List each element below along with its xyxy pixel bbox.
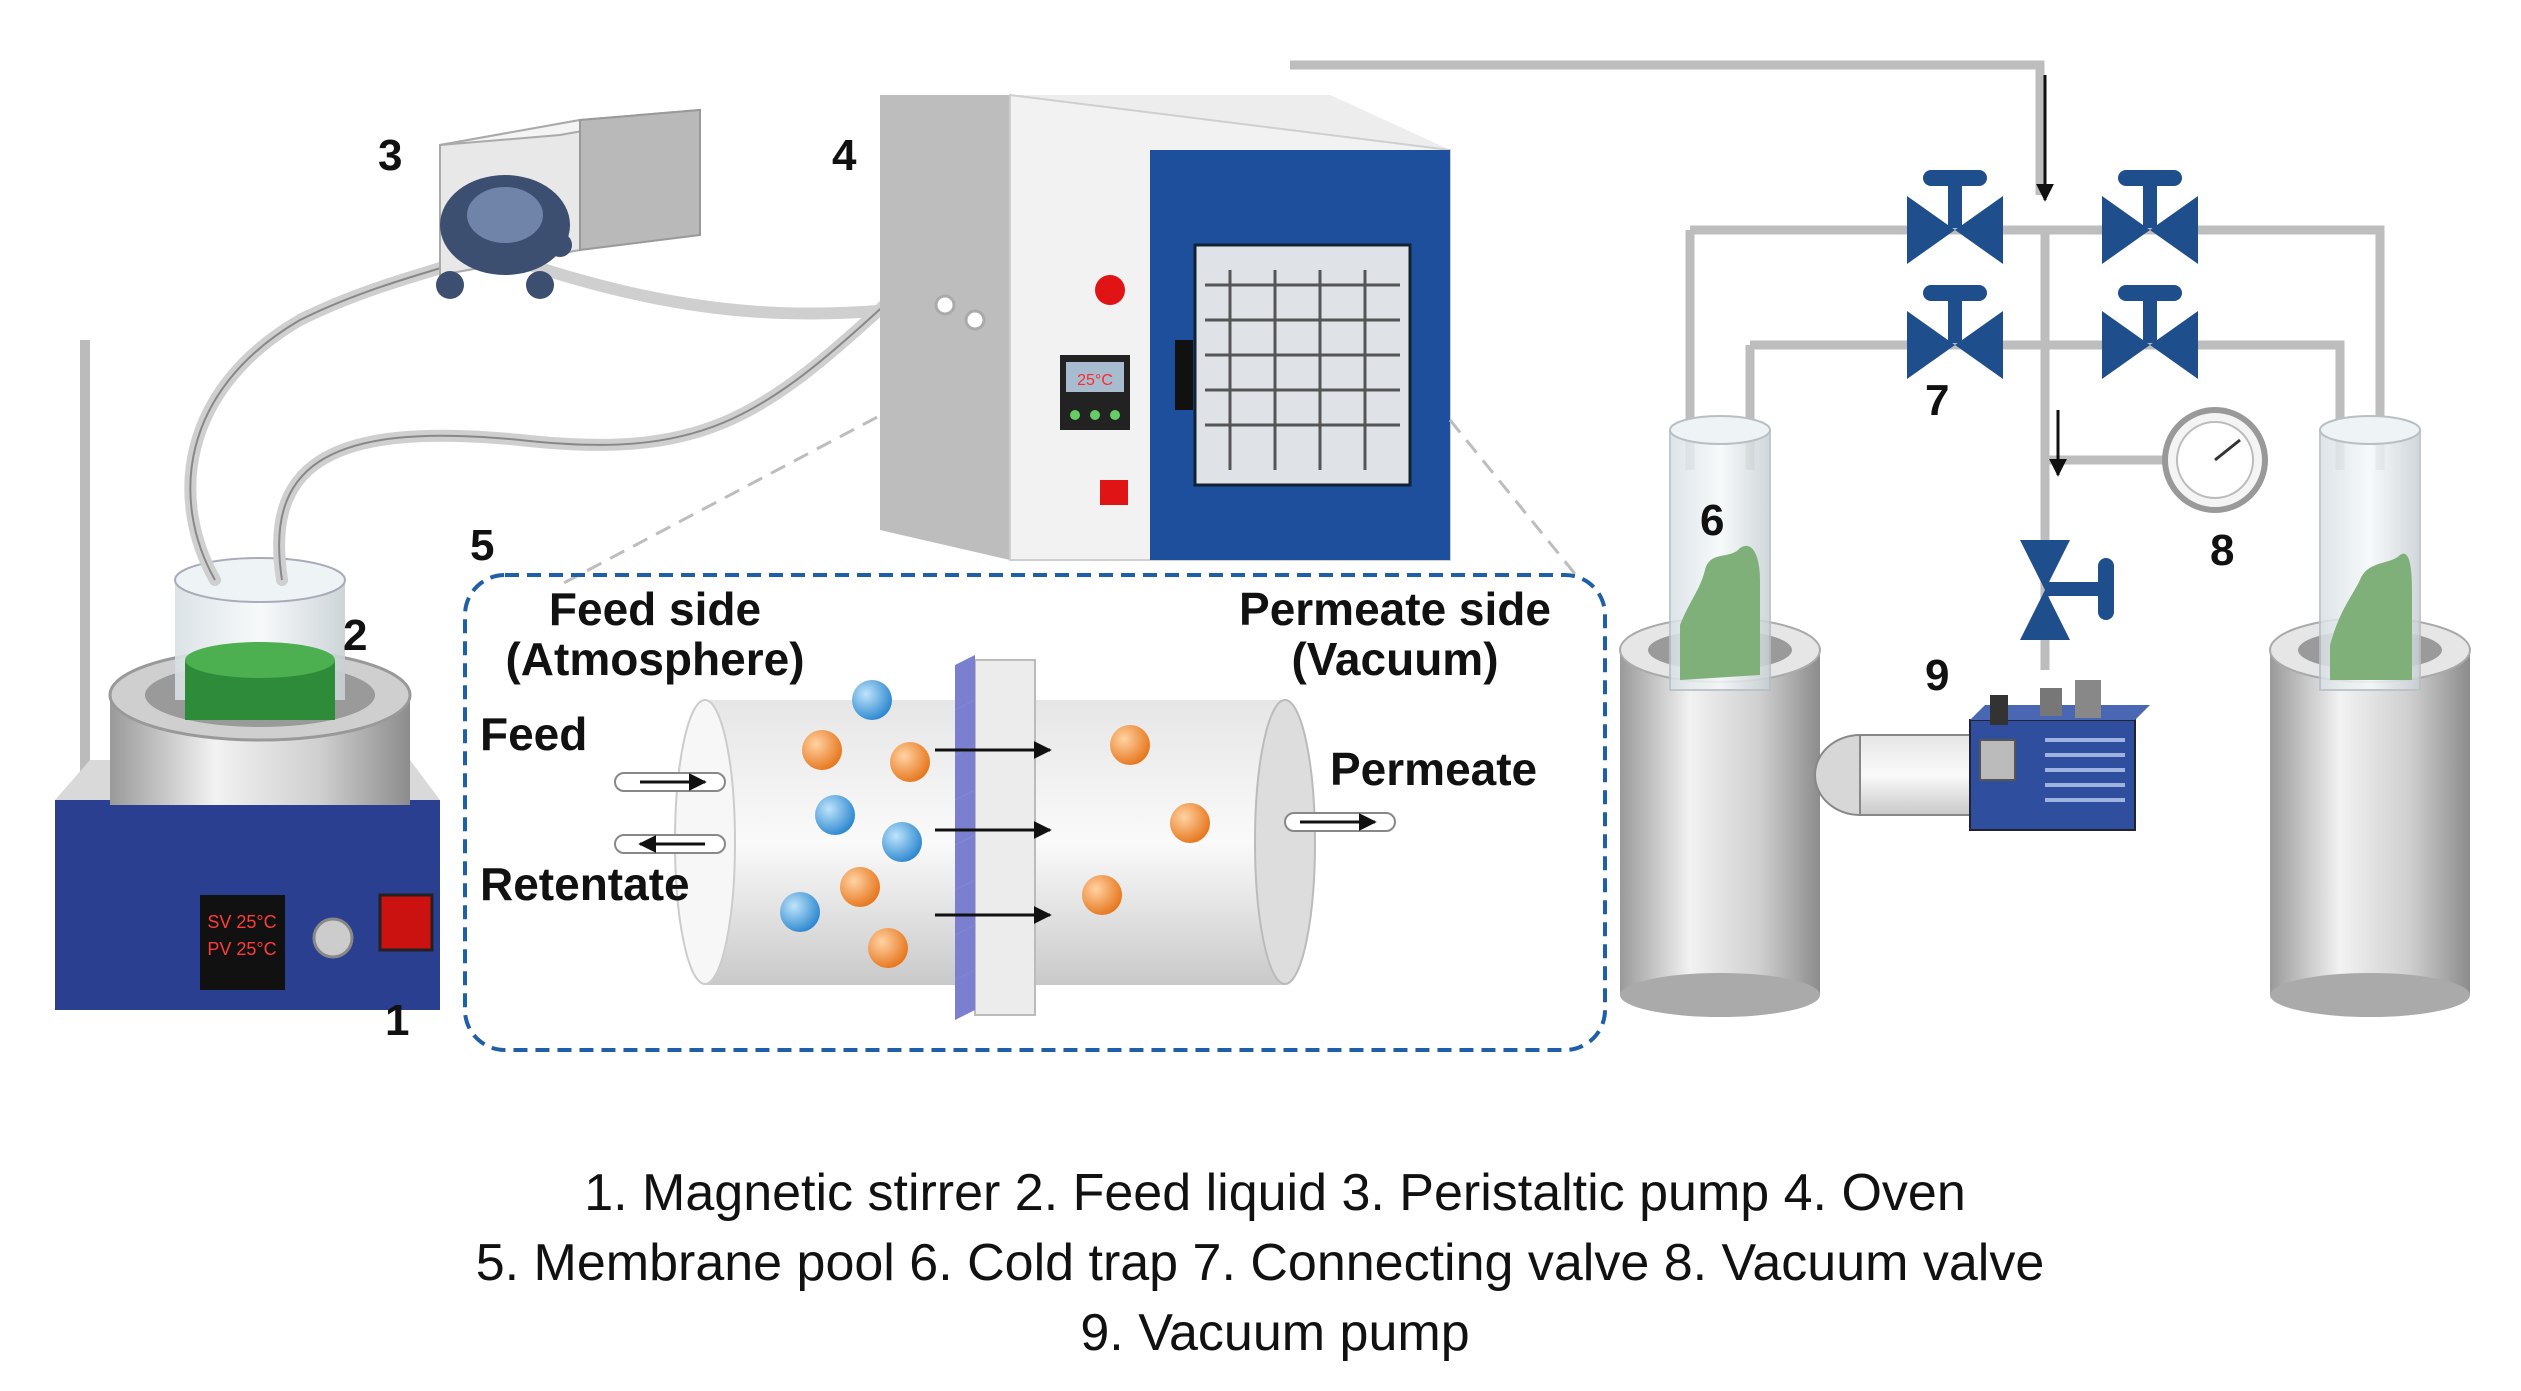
retentate-label: Retentate	[480, 858, 690, 910]
vacuum-pump-icon	[1814, 680, 2150, 831]
label-1: 1	[385, 996, 409, 1045]
vacuum-pipes	[1290, 60, 2385, 670]
label-4: 4	[832, 131, 857, 180]
oven-display-temp: 25°C	[1077, 372, 1113, 389]
cold-trap-right	[2269, 415, 2471, 1017]
peristaltic-pump-icon	[436, 108, 701, 299]
particles	[780, 680, 1210, 968]
cold-trap-left	[1619, 415, 1821, 1017]
feed-side-label: Feed side	[549, 583, 761, 635]
permeate-side-label: Permeate side	[1239, 583, 1551, 635]
label-3: 3	[378, 131, 402, 180]
pressure-gauge-icon	[2162, 407, 2268, 513]
feed-side-sub-label: (Atmosphere)	[505, 633, 804, 685]
label-7: 7	[1925, 376, 1949, 425]
feed-label: Feed	[480, 708, 587, 760]
label-6: 6	[1700, 496, 1724, 545]
membrane-pool-box	[463, 573, 1607, 1052]
permeate-side-sub-label: (Vacuum)	[1291, 633, 1498, 685]
stirrer-display-pv: PV 25°C	[207, 939, 276, 959]
label-9: 9	[1925, 651, 1949, 700]
label-2: 2	[343, 611, 367, 660]
zoom-lines	[559, 403, 1582, 587]
stirrer-display-sv: SV 25°C	[207, 912, 276, 932]
permeate-label: Permeate	[1330, 743, 1537, 795]
label-8: 8	[2210, 526, 2234, 575]
caption-line-1: 1. Magnetic stirrer 2. Feed liquid 3. Pe…	[584, 1164, 1966, 1222]
membrane	[955, 655, 975, 1020]
oven-icon: 25°C	[880, 93, 1451, 561]
label-5: 5	[470, 521, 494, 570]
feed-tubes	[184, 259, 946, 586]
membrane-pool	[614, 655, 1396, 1020]
caption-line-3: 9. Vacuum pump	[1080, 1304, 1469, 1362]
feed-liquid-beaker	[174, 557, 346, 720]
caption-line-2: 5. Membrane pool 6. Cold trap 7. Connect…	[476, 1234, 2045, 1292]
vacuum-valve	[2020, 540, 2114, 640]
